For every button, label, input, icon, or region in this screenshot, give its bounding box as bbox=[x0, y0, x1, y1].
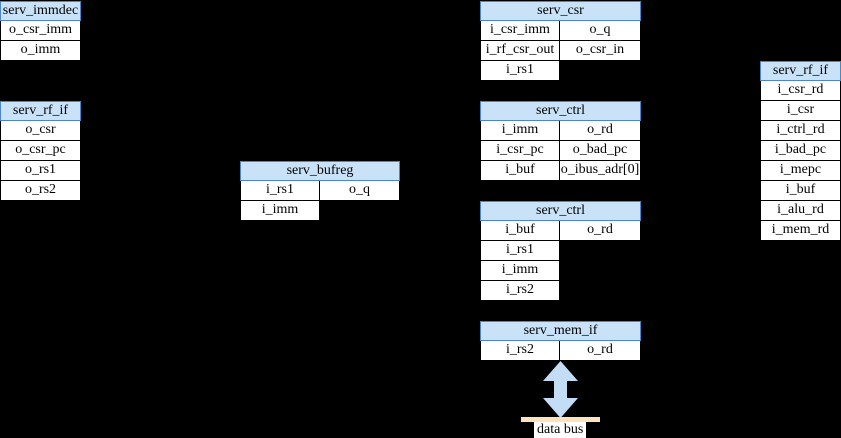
port-cell: i_buf bbox=[760, 181, 841, 201]
port-cell: o_csr_in bbox=[560, 41, 641, 61]
table-row: i_mem_rd bbox=[760, 221, 841, 241]
port-cell: i_rf_csr_out bbox=[480, 41, 560, 61]
table-row: i_rf_csr_out o_csr_in bbox=[480, 41, 641, 61]
data-bus-bar bbox=[521, 417, 600, 422]
port-cell: o_rd bbox=[560, 121, 641, 141]
port-cell: o_imm bbox=[0, 41, 81, 61]
port-cell: i_buf bbox=[480, 161, 560, 181]
table-row: i_rs1 bbox=[480, 61, 641, 81]
table-row: o_csr bbox=[0, 121, 81, 141]
port-cell: i_alu_rd bbox=[760, 201, 841, 221]
table-row: i_rs1 o_q bbox=[240, 181, 400, 201]
table-header: serv_rf_if bbox=[760, 61, 841, 81]
table-serv-mem-if: serv_mem_if i_rs2 o_rd bbox=[480, 321, 641, 361]
table-row: i_csr_rd bbox=[760, 81, 841, 101]
table-row: o_rs2 bbox=[0, 181, 81, 201]
table-row: i_imm bbox=[480, 261, 641, 281]
port-cell: i_rs2 bbox=[480, 341, 560, 361]
table-serv-immdec: serv_immdec o_csr_imm o_imm bbox=[0, 1, 81, 61]
table-serv-csr: serv_csr i_csr_imm o_q i_rf_csr_out o_cs… bbox=[480, 1, 641, 81]
table-row: i_bad_pc bbox=[760, 141, 841, 161]
table-row: i_buf bbox=[760, 181, 841, 201]
port-cell: i_csr_imm bbox=[480, 21, 560, 41]
table-row: i_imm o_rd bbox=[480, 121, 641, 141]
table-row: o_rs1 bbox=[0, 161, 81, 181]
port-cell: o_q bbox=[320, 181, 400, 201]
port-cell: i_imm bbox=[480, 261, 560, 281]
table-row: i_csr_pc o_bad_pc bbox=[480, 141, 641, 161]
data-bus-arrow-icon bbox=[543, 361, 578, 418]
table-header: serv_csr bbox=[480, 1, 641, 21]
table-row: o_imm bbox=[0, 41, 81, 61]
port-cell: o_ibus_adr[0] bbox=[560, 161, 641, 181]
port-cell: i_rs1 bbox=[240, 181, 320, 201]
port-cell: i_imm bbox=[480, 121, 560, 141]
table-header: serv_immdec bbox=[0, 1, 81, 21]
port-cell: i_csr_pc bbox=[480, 141, 560, 161]
table-row: o_csr_imm bbox=[0, 21, 81, 41]
port-cell: i_mem_rd bbox=[760, 221, 841, 241]
table-row: i_alu_rd bbox=[760, 201, 841, 221]
table-row: i_ctrl_rd bbox=[760, 121, 841, 141]
port-cell: i_rs1 bbox=[480, 241, 560, 261]
table-serv-ctrl-2: serv_ctrl i_buf o_rd i_rs1 i_imm i_rs2 bbox=[480, 201, 641, 301]
port-cell: o_csr_pc bbox=[0, 141, 81, 161]
table-row: i_buf o_ibus_adr[0] bbox=[480, 161, 641, 181]
port-cell: o_q bbox=[560, 21, 641, 41]
port-cell: o_rs2 bbox=[0, 181, 81, 201]
table-row: i_csr_imm o_q bbox=[480, 21, 641, 41]
table-row: o_csr_pc bbox=[0, 141, 81, 161]
data-bus-label: data bus bbox=[534, 422, 587, 438]
port-cell: o_csr_imm bbox=[0, 21, 81, 41]
table-row: i_rs1 bbox=[480, 241, 641, 261]
port-cell: i_mepc bbox=[760, 161, 841, 181]
table-header: serv_ctrl bbox=[480, 101, 641, 121]
table-header: serv_ctrl bbox=[480, 201, 641, 221]
table-row: i_mepc bbox=[760, 161, 841, 181]
port-cell: i_csr bbox=[760, 101, 841, 121]
table-row: i_csr bbox=[760, 101, 841, 121]
table-header: serv_bufreg bbox=[240, 161, 400, 181]
double-arrow-shape bbox=[543, 361, 578, 418]
port-cell: i_rs2 bbox=[480, 281, 560, 301]
port-cell: o_bad_pc bbox=[560, 141, 641, 161]
port-cell: i_buf bbox=[480, 221, 560, 241]
table-header: serv_mem_if bbox=[480, 321, 641, 341]
port-cell: o_csr bbox=[0, 121, 81, 141]
port-cell: i_imm bbox=[240, 201, 320, 221]
table-serv-rf-if-left: serv_rf_if o_csr o_csr_pc o_rs1 o_rs2 bbox=[0, 101, 81, 201]
table-serv-rf-if-right: serv_rf_if i_csr_rd i_csr i_ctrl_rd i_ba… bbox=[760, 61, 841, 241]
table-serv-ctrl-1: serv_ctrl i_imm o_rd i_csr_pc o_bad_pc i… bbox=[480, 101, 641, 181]
port-cell: i_bad_pc bbox=[760, 141, 841, 161]
table-row: i_rs2 bbox=[480, 281, 641, 301]
table-serv-bufreg: serv_bufreg i_rs1 o_q i_imm bbox=[240, 161, 400, 221]
port-cell: o_rd bbox=[560, 341, 641, 361]
port-cell: o_rs1 bbox=[0, 161, 81, 181]
table-row: i_rs2 o_rd bbox=[480, 341, 641, 361]
port-cell: i_csr_rd bbox=[760, 81, 841, 101]
table-row: i_buf o_rd bbox=[480, 221, 641, 241]
table-header: serv_rf_if bbox=[0, 101, 81, 121]
port-cell: i_rs1 bbox=[480, 61, 560, 81]
table-row: i_imm bbox=[240, 201, 400, 221]
port-cell: o_rd bbox=[560, 221, 641, 241]
port-cell: i_ctrl_rd bbox=[760, 121, 841, 141]
